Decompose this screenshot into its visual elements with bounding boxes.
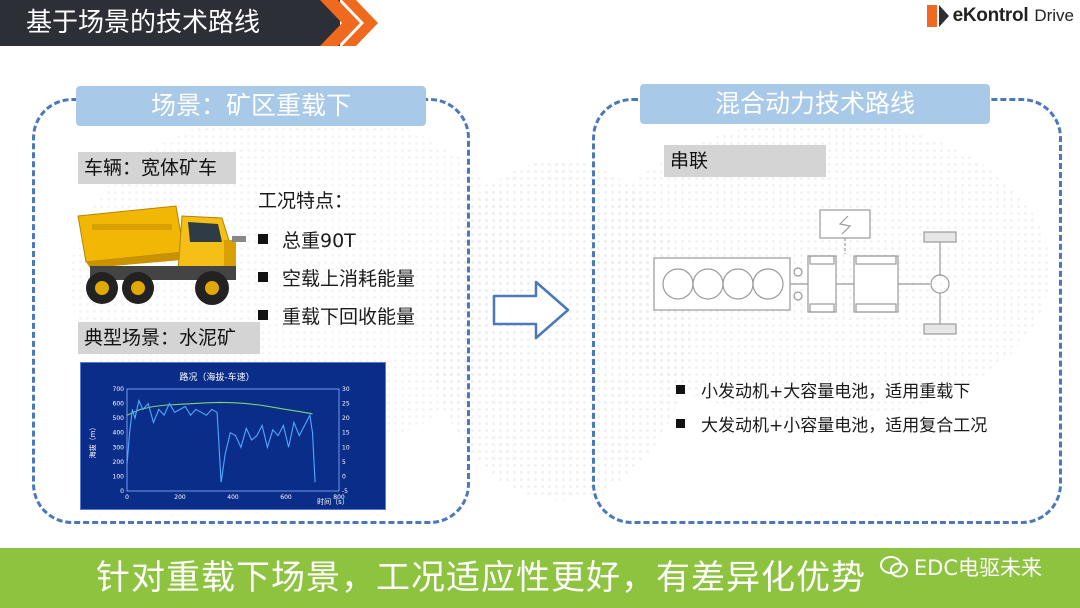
chart-y2-tick-label: -5 — [342, 488, 348, 495]
hybrid-point-list: 小发动机+大容量电池，适用重载下 大发动机+小容量电池，适用复合工况 — [676, 372, 987, 440]
point-text: 大发动机+小容量电池，适用复合工况 — [701, 415, 988, 436]
hybrid-route-panel-label: 混合动力技术路线 — [640, 84, 990, 124]
wechat-icon — [879, 556, 908, 578]
list-item: 小发动机+大容量电池，适用重载下 — [676, 372, 987, 406]
series-hybrid-tag: 串联 — [664, 145, 826, 177]
chart-y2-tick-label: 30 — [342, 386, 350, 393]
brand-mark-icon — [926, 5, 949, 27]
chart-plot-area — [126, 388, 340, 492]
chevron-decoration-icon — [300, 0, 378, 46]
chart-y2-tick-label: 25 — [342, 401, 350, 408]
watermark: EDC电驱未来 — [879, 552, 1042, 582]
brand-sub: Drive — [1034, 6, 1074, 25]
chart-y-tick-label: 200 — [113, 459, 125, 466]
chart-y2-tick-label: 0 — [342, 473, 346, 480]
chart-y2-tick-label: 15 — [342, 430, 350, 437]
chart-y-tick-label: 700 — [113, 386, 125, 393]
chart-y-tick-label: 100 — [113, 473, 125, 480]
list-item: 重载下回收能量 — [258, 296, 415, 334]
feature-text: 重载下回收能量 — [282, 305, 416, 328]
brand-name: eKontrol — [952, 5, 1029, 26]
footer-slogan: 针对重载下场景，工况适应性更好，有差异化优势 — [0, 548, 1080, 608]
bullet-square-icon — [258, 234, 268, 244]
typical-scene-tag: 典型场景：水泥矿 — [78, 322, 260, 354]
chart-y-axis-label: 海拔（m） — [88, 424, 97, 459]
chart-y2-tick-label: 10 — [342, 444, 350, 451]
mining-truck-image — [77, 205, 246, 305]
chart-x-axis-label: 时间（s） — [317, 497, 349, 506]
watermark-text: EDC电驱未来 — [913, 556, 1042, 580]
list-item: 空载上消耗能量 — [258, 258, 415, 296]
chart-series-line — [126, 398, 316, 483]
feature-list: 总重90T 空载上消耗能量 重载下回收能量 — [258, 220, 415, 334]
chart-y-tick-label: 600 — [113, 401, 125, 408]
vehicle-tag: 车辆：宽体矿车 — [78, 152, 236, 184]
bullet-square-icon — [676, 384, 685, 394]
chart-series-line — [126, 401, 313, 416]
bullet-square-icon — [676, 418, 685, 428]
chart-y2-tick-label: 5 — [342, 459, 346, 466]
bullet-square-icon — [258, 310, 268, 320]
chart-y-tick-label: 400 — [113, 430, 125, 437]
chart-y-tick-label: 300 — [113, 444, 125, 451]
chart-x-tick-label: 0 — [125, 494, 129, 501]
features-title: 工况特点： — [258, 190, 354, 212]
chart-title: 路况（海拔-车速） — [179, 371, 254, 383]
series-hybrid-powertrain-diagram — [653, 209, 957, 335]
chart-x-tick-label: 800 — [333, 494, 345, 501]
brand-logo: eKontrol Drive — [926, 4, 1074, 28]
chart-y-tick-label: 0 — [120, 488, 124, 495]
feature-text: 空载上消耗能量 — [282, 267, 416, 290]
feature-text: 总重90T — [282, 229, 356, 252]
bullet-square-icon — [258, 272, 268, 282]
scenario-panel-label: 场景：矿区重载下 — [76, 86, 426, 126]
right-arrow-icon — [492, 280, 570, 340]
point-text: 小发动机+大容量电池，适用重载下 — [701, 381, 971, 402]
chart-y-tick-label: 500 — [113, 415, 125, 422]
list-item: 总重90T — [258, 220, 415, 258]
chart-x-tick-label: 600 — [280, 494, 292, 501]
slide-title: 基于场景的技术路线 — [0, 0, 340, 46]
chart-x-tick-label: 200 — [174, 494, 186, 501]
list-item: 大发动机+小容量电池，适用复合工况 — [676, 406, 987, 440]
chart-x-tick-label: 400 — [227, 494, 239, 501]
chart-y2-tick-label: 20 — [342, 415, 350, 422]
